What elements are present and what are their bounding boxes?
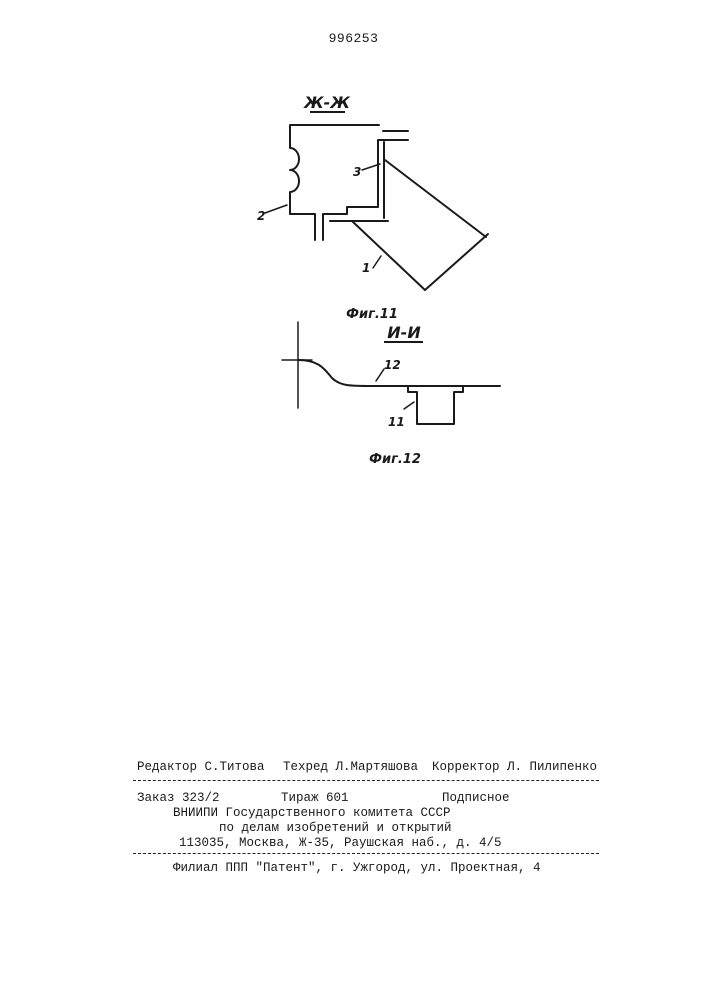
figure-11-section-label: Ж-Ж xyxy=(303,93,350,112)
footer-techred: Техред Л.Мартяшова xyxy=(283,760,418,774)
footer-order: Заказ 323/2 xyxy=(137,791,220,805)
footer-editor: Редактор С.Титова xyxy=(137,760,265,774)
footer-org-line2: по делам изобретений и открытий xyxy=(219,821,452,835)
figure-12-label-11: 11 xyxy=(388,415,405,429)
footer-org-line1: ВНИИПИ Государственного комитета СССР xyxy=(173,806,451,820)
footer-circulation: Тираж 601 xyxy=(281,791,349,805)
figure-12-caption: Фиг.12 xyxy=(369,452,421,467)
footer-divider-1 xyxy=(133,780,599,781)
footer-corrector: Корректор Л. Пилипенко xyxy=(432,760,597,774)
figure-12-section-label: И-И xyxy=(387,323,421,342)
figure-11-label-1: 1 xyxy=(362,261,370,275)
footer-address: 113035, Москва, Ж-35, Раушская наб., д. … xyxy=(179,836,502,850)
figure-11-label-3: 3 xyxy=(353,165,361,179)
figure-11-label-2: 2 xyxy=(257,209,265,223)
figure-11-drawing xyxy=(265,125,488,290)
footer-divider-2 xyxy=(133,853,599,854)
footer-subscription: Подписное xyxy=(442,791,510,805)
footer-branch: Филиал ППП "Патент", г. Ужгород, ул. Про… xyxy=(173,861,541,875)
figure-12-label-12: 12 xyxy=(384,358,401,372)
figure-11-caption: Фиг.11 xyxy=(346,307,398,322)
